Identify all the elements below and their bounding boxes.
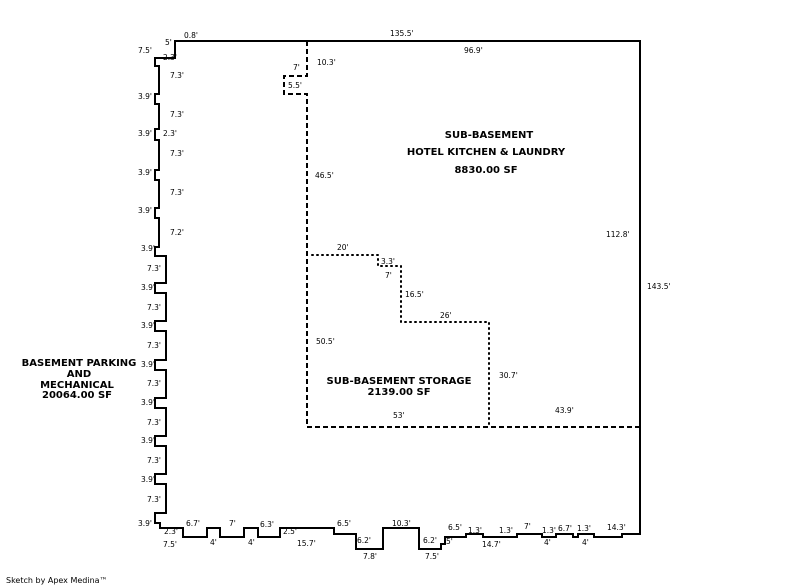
dim-left: 7.3' xyxy=(147,341,161,350)
dim-storage-mid: 16.5' xyxy=(405,290,424,299)
dim-left: 7.5' xyxy=(138,46,152,55)
kitchen-label-line2: HOTEL KITCHEN & LAUNDRY xyxy=(407,147,566,158)
dim-left: 3.9' xyxy=(141,475,155,484)
kitchen-label-line1: SUB-BASEMENT xyxy=(445,130,534,141)
dim-left: 3.9' xyxy=(141,360,155,369)
dim-left: 7.3' xyxy=(170,71,184,80)
dim-bottom: 14.7' xyxy=(482,540,501,549)
dim-bottom: 10.3' xyxy=(392,519,411,528)
dim-bottom: 6.2' xyxy=(357,536,371,545)
dim-storage-step1: 3.3' xyxy=(381,257,395,266)
dim-left: 7.3' xyxy=(170,110,184,119)
dim-bottom: 6.5' xyxy=(337,519,351,528)
dim-bottom: 1.3' xyxy=(468,526,482,535)
dim-storage-step2: 7' xyxy=(385,271,392,280)
dim-divider-jog-h: 5.5' xyxy=(288,81,302,90)
dim-divider-jog-w: 7' xyxy=(293,63,300,72)
dim-bottom: 7.5' xyxy=(163,540,177,549)
dim-bottom: 6.5' xyxy=(448,523,462,532)
dim-bottom: 14.3' xyxy=(607,523,626,532)
dim-left: 2.3' xyxy=(163,129,177,138)
dim-left: 3.9' xyxy=(141,436,155,445)
dim-right-total: 143.5' xyxy=(647,282,671,291)
dim-top-notch: 5' xyxy=(165,38,172,47)
dim-left: 7.3' xyxy=(147,495,161,504)
dim-bottom: 6.7' xyxy=(558,524,572,533)
dim-bottom: 6.3' xyxy=(260,520,274,529)
dim-storage-right: 30.7' xyxy=(499,371,518,380)
dim-left: 3.9' xyxy=(138,519,152,528)
storage-label-line1: SUB-BASEMENT STORAGE xyxy=(327,376,472,387)
sketch-credit: Sketch by Apex Medina™ xyxy=(6,576,108,585)
dim-left: 3.9' xyxy=(141,283,155,292)
dim-left: 7.2' xyxy=(170,228,184,237)
parking-label-line2: AND xyxy=(67,369,91,380)
dim-left: 7.3' xyxy=(170,188,184,197)
dim-left: 3.9' xyxy=(138,129,152,138)
dim-bottom: 6.7' xyxy=(186,519,200,528)
dim-left: 7.3' xyxy=(147,456,161,465)
dim-left: 3.9' xyxy=(141,244,155,253)
dim-left: 3.9' xyxy=(138,206,152,215)
parking-label-line1: BASEMENT PARKING xyxy=(22,358,137,369)
dim-left: 7.3' xyxy=(170,149,184,158)
dim-left: 7.3' xyxy=(147,264,161,273)
dim-bottom: 1.3' xyxy=(499,526,513,535)
dim-bottom: 7' xyxy=(524,522,531,531)
outer-perimeter xyxy=(154,40,641,550)
dim-bottom: 2.5' xyxy=(283,527,297,536)
dim-bottom: 4' xyxy=(248,538,255,547)
dim-bottom: 15.7' xyxy=(297,539,316,548)
dim-left: 7.3' xyxy=(147,379,161,388)
dim-bottom: 7.5' xyxy=(425,552,439,561)
dim-left: 2.3' xyxy=(163,53,177,62)
bottom-side-dimensions: 2.3' 7.5' 6.7' 4' 7' 4' 6.3' 2.5' 15.7' … xyxy=(163,519,626,561)
dim-top-short: 0.8' xyxy=(184,31,198,40)
dim-storage-left: 50.5' xyxy=(316,337,335,346)
dim-bottom: 4' xyxy=(582,538,589,547)
dim-bottom: 5' xyxy=(446,537,453,546)
storage-area-value: 2139.00 SF xyxy=(367,387,430,398)
dim-bottom: 7' xyxy=(229,519,236,528)
storage-dotted-wall xyxy=(311,254,402,267)
dim-left: 7.3' xyxy=(147,418,161,427)
dim-bottom: 1.3' xyxy=(577,524,591,533)
dim-left: 3.9' xyxy=(138,92,152,101)
dim-bottom: 4' xyxy=(544,538,551,547)
kitchen-divider-wall xyxy=(283,41,640,428)
dim-left: 3.9' xyxy=(141,321,155,330)
dim-storage-top: 20' xyxy=(337,243,349,252)
parking-area-value: 20064.00 SF xyxy=(42,390,112,401)
dim-bottom: 6.2' xyxy=(423,536,437,545)
kitchen-area-value: 8830.00 SF xyxy=(454,165,517,176)
dim-top-total: 135.5' xyxy=(390,29,414,38)
dim-left: 3.9' xyxy=(138,168,152,177)
dim-kitchen-right: 112.8' xyxy=(606,230,630,239)
dim-kitchen-top: 96.9' xyxy=(464,46,483,55)
dim-storage-bottom: 53' xyxy=(393,411,405,420)
dim-kitchen-left: 46.5' xyxy=(315,171,334,180)
parking-label-line3: MECHANICAL xyxy=(40,380,114,391)
dim-storage-run: 26' xyxy=(440,311,452,320)
dim-left: 7.3' xyxy=(147,303,161,312)
left-side-dimensions: 7.5' 2.3' 7.3' 3.9' 7.3' 3.9' 2.3' 7.3' … xyxy=(138,46,184,528)
dim-bottom: 7.8' xyxy=(363,552,377,561)
dim-divider-top: 10.3' xyxy=(317,58,336,67)
dim-left: 3.9' xyxy=(141,398,155,407)
dim-bottom: 4' xyxy=(210,538,217,547)
storage-dotted-wall-2 xyxy=(400,265,490,428)
dim-bottom: 1.3' xyxy=(542,526,556,535)
dim-kitchen-bottom: 43.9' xyxy=(555,406,574,415)
dim-bottom: 2.3' xyxy=(164,527,178,536)
